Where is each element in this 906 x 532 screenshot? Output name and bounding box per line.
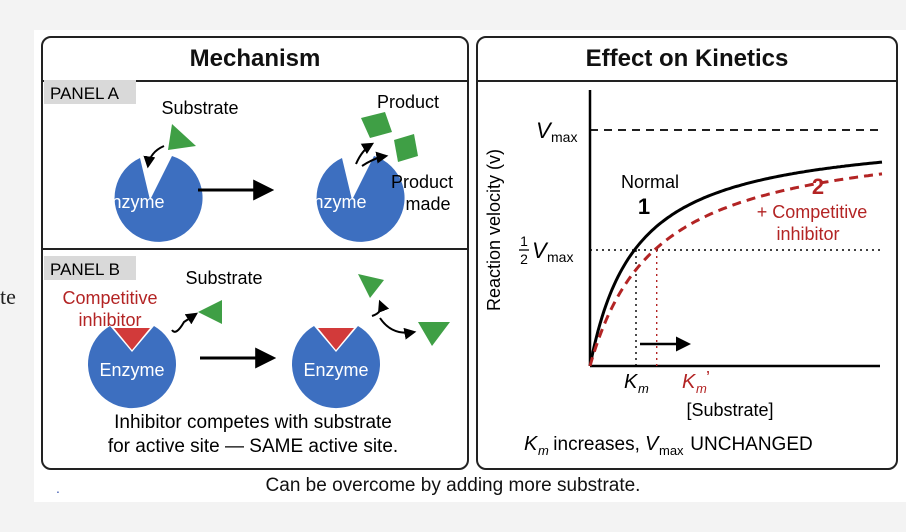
inhibitor-label: inhibitor <box>776 224 839 244</box>
panel-b-label: PANEL B <box>50 260 120 279</box>
half-vmax-subscript: max <box>547 249 573 265</box>
product-made-label: made <box>405 194 450 214</box>
km-tick-subscript: m <box>638 381 649 396</box>
enzyme-shape <box>114 156 203 242</box>
inhibitor-label: inhibitor <box>78 310 141 330</box>
normal-curve <box>588 160 883 367</box>
rejected-arrow <box>371 299 390 317</box>
substrate-shape <box>198 300 222 324</box>
km-prime-mark: ’ <box>706 368 710 388</box>
enzyme-label: Enzyme <box>301 192 366 212</box>
enzyme-shape <box>292 326 381 409</box>
caption-line: Inhibitor competes with substrate <box>114 412 392 433</box>
panel-b-label-bg <box>44 256 136 280</box>
y-axis-label: Reaction velocity (v) <box>484 149 504 311</box>
product-shape <box>361 112 392 138</box>
substrate-label: Substrate <box>161 98 238 118</box>
rejected-arrow <box>379 317 417 340</box>
enzyme-shape <box>87 326 176 409</box>
enzyme-label: Enzyme <box>99 360 164 380</box>
normal-label: Normal <box>621 172 679 192</box>
half-numerator: 1 <box>520 233 528 249</box>
substrate-shape <box>418 322 450 346</box>
km-tick-label: K <box>624 371 639 393</box>
inhibitor-curve <box>588 172 883 367</box>
summary-km: K <box>524 433 539 455</box>
blocked-arrow <box>171 312 198 333</box>
substrate-shape <box>358 274 384 298</box>
product-shape <box>394 134 418 162</box>
binding-arrow <box>143 145 165 169</box>
cropped-text-fragment: te <box>0 284 16 309</box>
vmax-subscript: max <box>551 129 577 145</box>
mechanism-title: Mechanism <box>43 38 467 82</box>
enzyme-label: Enzyme <box>99 192 164 212</box>
substrate-shape <box>168 124 196 150</box>
inhibitor-shape <box>318 328 354 350</box>
caption-line: for active site — SAME active site. <box>108 436 398 457</box>
inhibitor-shape <box>114 328 150 350</box>
panel-a-label: PANEL A <box>50 84 120 103</box>
km-prime-tick-label: K <box>682 371 697 393</box>
kinetics-panel: Effect on Kinetics <box>476 36 898 470</box>
substrate-label: Substrate <box>185 268 262 288</box>
footer-note: Can be overcome by adding more substrate… <box>265 475 641 496</box>
enzyme-shape <box>316 156 405 242</box>
enzyme-label: Enzyme <box>303 360 368 380</box>
half-vmax-label: V <box>532 238 549 263</box>
product-made-label: Product <box>391 172 453 192</box>
km-prime-tick-subscript: m <box>696 381 707 396</box>
summary-text: increases, <box>548 434 645 455</box>
summary-text: UNCHANGED <box>685 434 813 455</box>
product-label: Product <box>377 92 439 112</box>
release-arrow <box>355 142 375 165</box>
half-denominator: 2 <box>520 251 528 267</box>
summary-v-subscript: max <box>659 443 684 458</box>
cropped-dot: . <box>56 480 60 496</box>
inhibitor-label: Competitive <box>62 288 157 308</box>
kinetics-title: Effect on Kinetics <box>478 38 896 82</box>
release-arrow <box>361 151 389 167</box>
inhibitor-number: 2 <box>812 174 824 199</box>
normal-number: 1 <box>638 194 650 219</box>
summary-v: V <box>645 433 660 455</box>
summary-km-subscript: m <box>538 443 549 458</box>
inhibitor-label: + Competitive <box>757 202 868 222</box>
vmax-label: V <box>536 118 553 143</box>
panel-a-label-bg <box>44 80 136 104</box>
x-axis-label: [Substrate] <box>686 400 773 420</box>
